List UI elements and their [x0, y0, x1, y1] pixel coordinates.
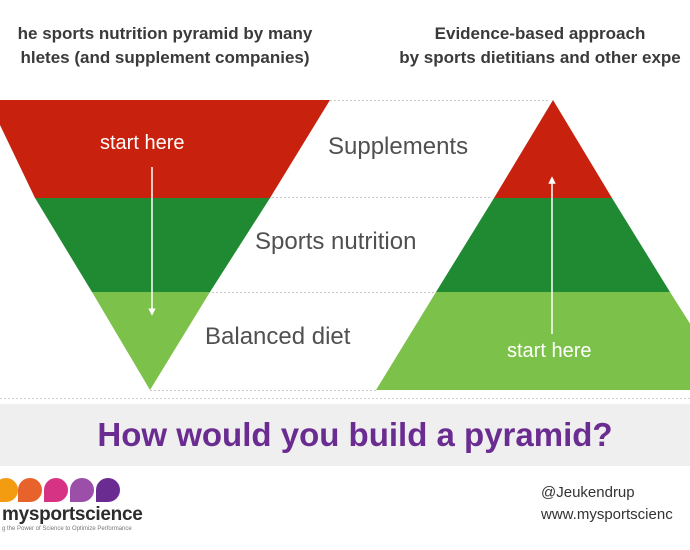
tier-guide-lines	[0, 100, 690, 399]
left-heading: he sports nutrition pyramid by many hlet…	[0, 22, 345, 70]
pyramid-tier-sports-nutrition	[436, 198, 670, 292]
tier-label-supplements: Supplements	[328, 133, 469, 160]
inverted-pyramid	[0, 100, 330, 390]
tier-label-balanced-diet: Balanced diet	[205, 323, 351, 350]
left-heading-line-2: hletes (and supplement companies)	[20, 48, 310, 67]
right-heading: Evidence-based approach by sports dietit…	[360, 22, 690, 70]
right-heading-line-2: by sports dietitians and other expe	[399, 48, 681, 67]
logo-drop-icon	[70, 478, 94, 502]
tier-label-sports-nutrition: Sports nutrition	[255, 228, 417, 255]
right-heading-line-1: Evidence-based approach	[434, 24, 646, 43]
website-link: www.mysportscienc	[541, 506, 673, 523]
inverted-tier-balanced-diet	[92, 292, 210, 390]
logo-wordmark: mysportscience	[2, 504, 143, 525]
question-text: How would you build a pyramid?	[97, 416, 613, 453]
evidence-pyramid	[376, 100, 690, 390]
pyramid-tier-supplements	[494, 100, 612, 198]
twitter-handle: @Jeukendrup	[541, 484, 635, 501]
logo-drop-icon	[0, 478, 18, 502]
logo-drop-icon	[18, 478, 42, 502]
inverted-tier-supplements	[0, 100, 330, 198]
logo-tagline: g the Power of Science to Optimize Perfo…	[2, 526, 132, 532]
question-banner: How would you build a pyramid?	[0, 404, 690, 466]
start-here-label-right: start here	[507, 340, 592, 362]
logo-drop-icon	[44, 478, 68, 502]
pyramid-diagram	[0, 100, 690, 399]
start-here-label-left: start here	[100, 132, 185, 154]
pyramid-tier-balanced-diet	[376, 292, 690, 390]
left-heading-line-1: he sports nutrition pyramid by many	[17, 24, 313, 43]
logo-drop-icon	[96, 478, 120, 502]
